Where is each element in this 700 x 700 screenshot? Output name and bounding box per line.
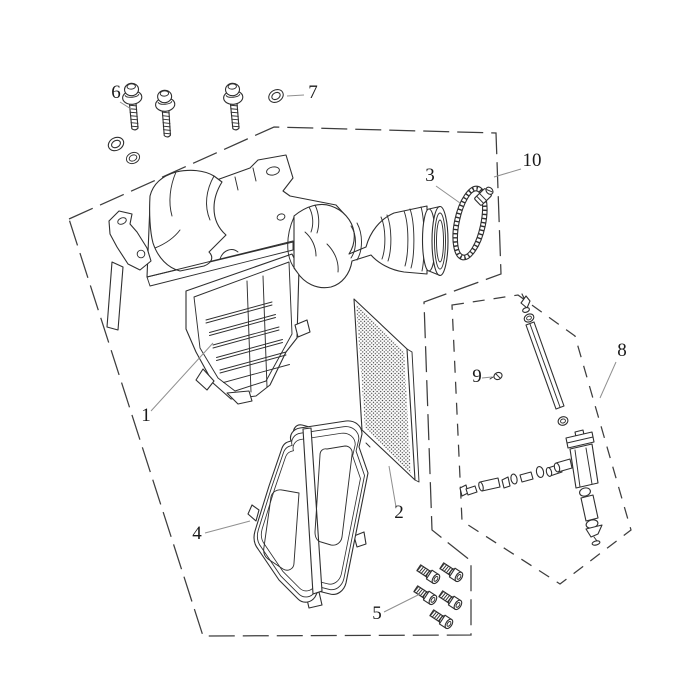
- cover-screw: [438, 560, 465, 584]
- leader-9: [481, 376, 493, 379]
- leader-8: [599, 361, 617, 399]
- sealing-ring: [105, 134, 127, 154]
- callout-10: 10: [523, 150, 542, 171]
- sealing-rings: [105, 134, 142, 167]
- air-cleaner-cover: [247, 420, 369, 609]
- callout-6: 6: [111, 82, 121, 103]
- callout-4: 4: [192, 523, 202, 544]
- flange-bolt: [221, 81, 247, 132]
- sealing-ring: [124, 149, 142, 167]
- ear-hole: [266, 166, 280, 176]
- leader-lines: [119, 94, 617, 613]
- leader-2: [388, 465, 397, 508]
- filter-mesh: [356, 303, 411, 474]
- tube-ring: [557, 416, 569, 426]
- callout-5: 5: [372, 603, 382, 624]
- leader-10: [493, 168, 522, 178]
- leader-6: [119, 101, 132, 110]
- mounting-bracket: [108, 210, 152, 271]
- leader-1: [150, 342, 214, 412]
- drain-valve-subassembly: [459, 293, 603, 546]
- drain-tube: [580, 494, 599, 522]
- leader-3: [435, 185, 461, 204]
- leader-7: [286, 94, 305, 97]
- cover-panel: [314, 445, 353, 546]
- callout-2: 2: [394, 502, 404, 523]
- hose-clamp: [452, 185, 494, 261]
- flange-bolts: [120, 81, 247, 139]
- callout-8: 8: [617, 340, 627, 361]
- callout-9: 9: [472, 366, 482, 387]
- cover-screws: [412, 560, 465, 631]
- cover-center-rib: [302, 427, 323, 595]
- breather-nozzle: [520, 293, 531, 309]
- inlet-ribs: [205, 301, 290, 383]
- washer: [265, 86, 287, 106]
- valve-canister: [553, 429, 603, 546]
- filter-element: [353, 298, 420, 483]
- drain-funnel: [585, 524, 603, 538]
- cover-screw: [437, 588, 464, 612]
- flange-bolt: [120, 81, 146, 132]
- clip: [489, 371, 503, 381]
- cover-screw: [415, 562, 442, 586]
- air-cleaner-body: [106, 154, 347, 405]
- tube-cap: [523, 313, 535, 323]
- hose-fittings: [459, 463, 563, 497]
- flange-bolt: [154, 89, 178, 139]
- cover-screw: [428, 607, 455, 631]
- duct-body: [293, 203, 428, 289]
- callout-3: 3: [425, 165, 435, 186]
- main-assembly-boundary: [68, 126, 502, 637]
- callout-labels: 1 2 3 4 5 6 7 8 9 10: [111, 82, 627, 624]
- plate-hole: [276, 213, 286, 221]
- clamp-serration: [453, 186, 487, 260]
- drain-subassembly-boundary: [451, 294, 632, 585]
- leader-5: [383, 593, 421, 613]
- cover-panel: [263, 489, 300, 571]
- leader-4: [204, 520, 251, 534]
- callout-1: 1: [141, 405, 151, 426]
- intake-duct: [287, 203, 449, 289]
- callout-7: 7: [308, 82, 318, 103]
